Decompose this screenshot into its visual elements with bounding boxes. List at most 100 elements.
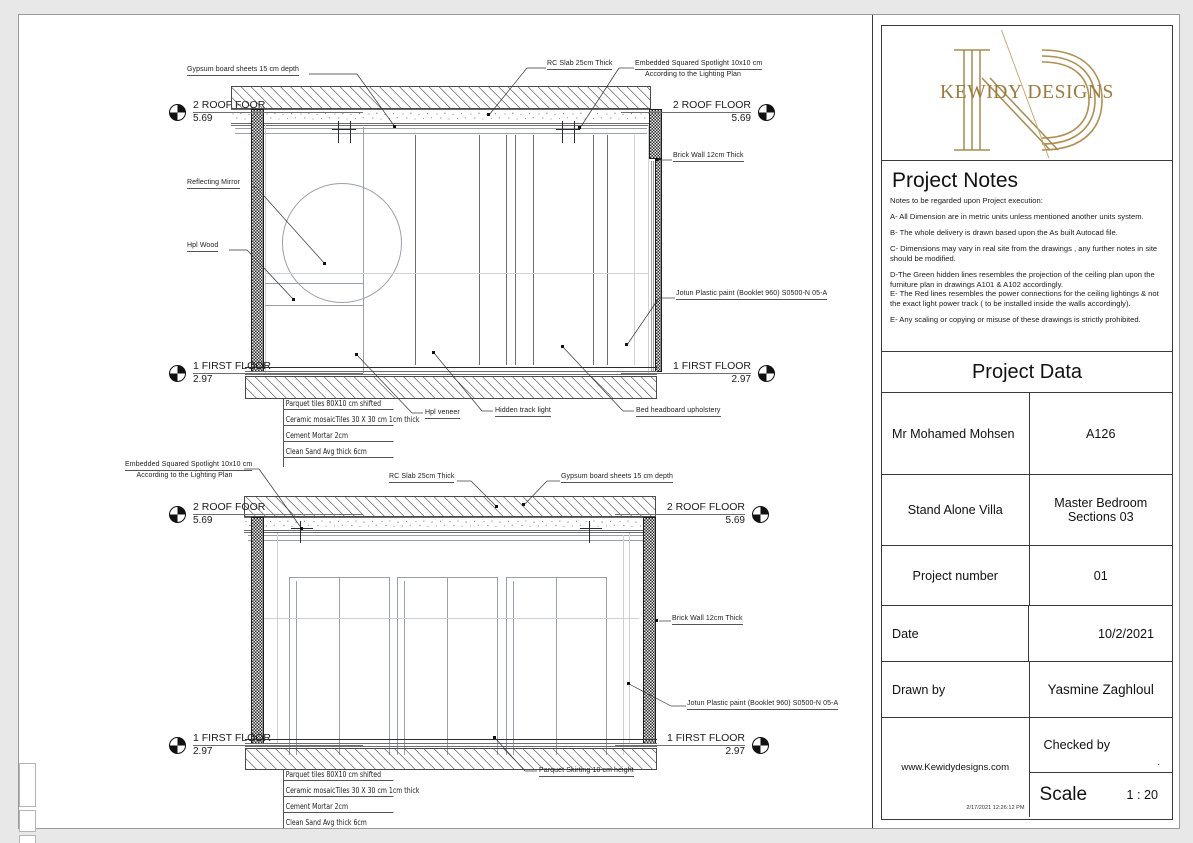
section-b-ceiling-line-2: [248, 535, 652, 536]
annotation-hidden-track-a: Hidden track light: [495, 406, 551, 417]
section-b: 2 ROOF FOOR 5.69 2 ROOF FLOOR 5.69 1 FIR…: [19, 455, 872, 828]
section-b-right-trim-line: [623, 535, 624, 755]
level-label: 2 ROOF FLOOR: [672, 99, 751, 111]
project-data-table: Mr Mohamed Mohsen A126 Stand Alone Villa…: [881, 393, 1173, 820]
date-label: Date: [882, 606, 1030, 661]
level-value: 5.69: [731, 113, 751, 124]
legend-stem: [283, 399, 284, 467]
project-notes-panel: Project Notes Notes to be regarded upon …: [881, 160, 1173, 352]
level-value: 2.97: [731, 374, 751, 385]
annotation-skirting-b: Parquet Skirting 10 cm height: [539, 766, 634, 777]
level-label: 2 ROOF FLOOR: [666, 501, 745, 513]
section-b-panel-group-3-left: [506, 577, 507, 755]
section-b-ceiling-line-3: [248, 540, 652, 541]
section-a-spotlight-mark-1: [338, 121, 339, 143]
section-b-panel-group-2-joint: [447, 577, 448, 755]
website-url[interactable]: www.Kewidydesigns.com: [901, 762, 1010, 773]
section-a-spotlight-mark-4: [574, 121, 575, 143]
floor-buildup-item: Ceramic mosaicTiles 30 X 30 cm 1cm thick: [283, 786, 419, 797]
sheet-edge-tab-1: [19, 763, 36, 807]
section-a-inner-face-right: [648, 125, 649, 373]
scale-value: 1 : 20: [1126, 788, 1158, 802]
section-b-panel-group-2-right: [497, 577, 498, 755]
level-symbol-icon: [752, 737, 769, 754]
section-b-panel-group-1-joint: [339, 577, 340, 755]
title-block: KEWIDY DESIGNS Project Notes Notes to be…: [872, 15, 1180, 828]
section-a-panel-joint-4: [506, 135, 507, 365]
date-value: 10/2/2021: [1097, 626, 1154, 641]
level-symbol-icon: [758, 365, 775, 382]
section-a-panel-joint-9: [634, 135, 635, 365]
level-symbol-icon: [169, 104, 186, 121]
level-symbol-icon: [169, 737, 186, 754]
project-note-item: D-The Green hidden lines resembles the p…: [890, 269, 1155, 289]
section-a-ceiling-line-2: [235, 128, 647, 129]
annotation-mirror-a: Reflecting Mirror: [187, 178, 241, 189]
project-note-item: B- The whole delivery is drawn based upo…: [890, 228, 1118, 238]
section-b-right-brick-wall: [643, 517, 656, 744]
floor-buildup-item: Cement Mortar 2cm: [283, 802, 394, 813]
section-b-floor-line-3: [245, 746, 657, 747]
annotation-brick-wall-b: Brick Wall 12cm Thick: [672, 614, 743, 625]
section-b-first-level-marker: 1 FIRST FLOOR 2.97: [169, 732, 369, 766]
project-note-item: A- All Dimension are in metric units unl…: [890, 212, 1144, 222]
section-a-spotlight-mark-2: [350, 121, 351, 143]
level-value: 2.97: [193, 746, 213, 757]
annotation-gypsum-b: Gypsum board sheets 15 cm depth: [561, 472, 674, 483]
logo-wordmark: KEWIDY DESIGNS: [940, 82, 1114, 103]
project-notes-title: Project Notes: [892, 169, 1019, 192]
level-symbol-icon: [169, 506, 186, 523]
checked-by-label: Checked by: [1043, 738, 1111, 752]
table-row: Stand Alone Villa Master Bedroom Section…: [882, 475, 1172, 546]
checked-scale-stack: Checked by . Scale 1 : 20: [1029, 718, 1172, 817]
project-data-title: Project Data: [971, 360, 1083, 383]
section-a-right-jamb-1: [651, 161, 652, 371]
section-b-floor-finish-line: [245, 739, 657, 740]
section-a-inner-face-left: [265, 125, 266, 373]
drawn-by-value: Yasmine Zaghloul: [1047, 682, 1154, 697]
section-a-roof-concrete: [231, 109, 651, 124]
section-b-panel-group-2-mid: [404, 581, 405, 755]
section-a-right-jamb-2: [653, 161, 654, 371]
section-a-panel-joint-3: [479, 135, 480, 365]
level-symbol-icon: [758, 104, 775, 121]
section-b-floor-buildup-legend: Parquet tiles 80X10 cm shifted Ceramic m…: [283, 770, 419, 828]
project-number-label: Project number: [882, 546, 1030, 605]
floor-buildup-item: Parquet tiles 80X10 cm shifted: [283, 399, 394, 410]
annotation-jotun-a: Jotun Plastic paint (Booklet 960) S0500-…: [676, 289, 828, 300]
project-note-item: C- Dimensions may vary in real site from…: [890, 244, 1158, 263]
section-b-panel-group-1-left: [289, 577, 290, 755]
floor-buildup-item: Clean Sand Avg thick 6cm: [283, 447, 394, 458]
section-b-panel-group-3-right: [606, 577, 607, 755]
annotation-hpl-wood-a: Hpl Wood: [187, 241, 219, 252]
section-b-roof-level-marker-real: 2 ROOF FOOR 5.69: [169, 501, 369, 535]
level-label: 1 FIRST FLOOR: [193, 732, 271, 744]
level-value: 5.69: [725, 515, 745, 526]
section-b-first-level-marker-right: 1 FIRST FLOOR 2.97: [609, 732, 769, 766]
section-b-spotlight-rail-2: [580, 528, 602, 529]
section-b-panel-group-3-joint: [556, 577, 557, 755]
section-a-panel-joint-7: [593, 135, 594, 365]
section-b-roof-concrete: [244, 517, 656, 531]
client-name: Mr Mohamed Mohsen: [882, 393, 1030, 474]
section-a-mid-dim-line: [265, 273, 648, 274]
website-cell: www.Kewidydesigns.com 2/17/2021 12:26:12…: [882, 718, 1030, 817]
level-symbol-icon: [169, 365, 186, 382]
level-label: 1 FIRST FLOOR: [193, 360, 271, 372]
section-a-spotlight-rail-2: [556, 129, 580, 130]
sheet-name: Master Bedroom Sections 03: [1054, 496, 1148, 524]
floor-buildup-item: Parquet tiles 80X10 cm shifted: [283, 770, 394, 781]
section-b-floor-line-2: [245, 743, 657, 744]
plot-timestamp: 2/17/2021 12:26:12 PM: [966, 805, 1025, 811]
section-a-roof-level-marker-right: 2 ROOF FLOOR 5.69: [615, 99, 775, 133]
section-b-panel-group-2-left: [397, 577, 398, 755]
kewidy-logo: KEWIDY DESIGNS: [902, 26, 1152, 160]
floor-buildup-item: Cement Mortar 2cm: [283, 431, 394, 442]
annotation-brick-wall-a: Brick Wall 12cm Thick: [673, 151, 744, 162]
level-value: 5.69: [193, 113, 213, 124]
level-label: 2 ROOF FOOR: [193, 99, 266, 111]
table-row: Date 10/2/2021: [882, 606, 1172, 662]
annotation-spotlight-a-line1: Embedded Squared Spotlight 10x10 cm: [635, 59, 763, 70]
section-a-floor-buildup-legend: Parquet tiles 80X10 cm shifted Ceramic m…: [283, 399, 419, 467]
